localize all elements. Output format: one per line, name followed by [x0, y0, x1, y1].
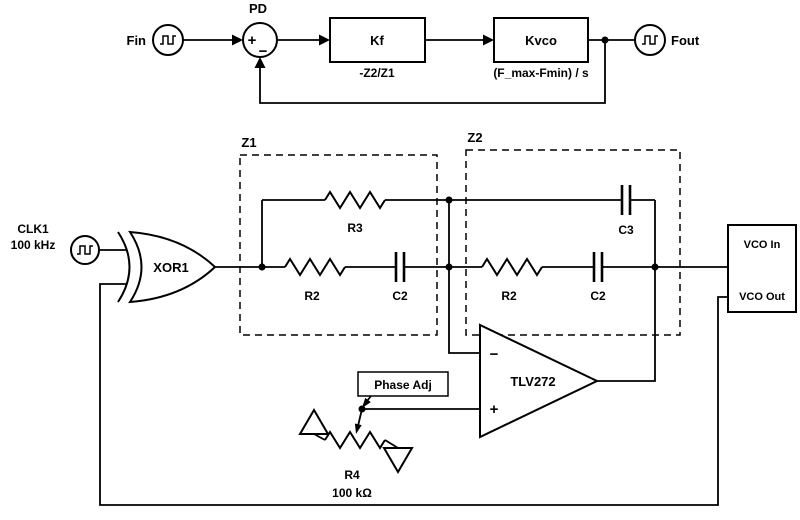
opamp: − + TLV272 — [358, 267, 656, 439]
opamp-triangle — [479, 323, 600, 439]
potentiometer-r4 — [324, 430, 386, 450]
arrowhead-icon — [483, 34, 494, 46]
xor-gate: XOR1 — [117, 230, 217, 304]
opamp-label: TLV272 — [510, 374, 555, 389]
z1-network: R3 R2 C2 — [215, 190, 453, 303]
arrowhead-icon — [254, 57, 266, 68]
opamp-noninverting-sign: + — [490, 401, 499, 418]
fout-label: Fout — [671, 33, 700, 48]
r3-label: R3 — [347, 221, 363, 235]
phase-adjust: Phase Adj R4 100 kΩ — [298, 371, 449, 500]
kvco-title: Kvco — [525, 33, 557, 48]
c2-z2-label: C2 — [590, 289, 606, 303]
supply-down-arrow-icon — [382, 447, 414, 474]
clock-source: CLK1 100 kHz — [11, 222, 127, 265]
z1-dashed-box — [239, 154, 438, 336]
square-wave-icon — [642, 35, 658, 45]
kf-title: Kf — [370, 33, 384, 48]
opamp-output-wire — [597, 267, 656, 382]
wire — [384, 439, 399, 449]
xor-body — [128, 230, 217, 304]
block-diagram: Fin PD + − Kf -Z2/Z1 Kvco (F_max-Fmin) /… — [127, 1, 700, 104]
square-wave-icon — [77, 245, 93, 255]
supply-up-arrow-icon — [298, 408, 330, 435]
clk-name: CLK1 — [17, 222, 49, 236]
vco-out-label: VCO Out — [739, 291, 785, 303]
resistor-r3 — [324, 190, 386, 210]
kvco-transfer-function: (F_max-Fmin) / s — [493, 66, 589, 80]
vco-box — [727, 224, 797, 313]
arrowhead-icon — [232, 34, 243, 46]
global-feedback-wire — [99, 283, 728, 506]
z1-label: Z1 — [241, 135, 256, 150]
resistor-r2-z1 — [284, 257, 346, 277]
kf-block — [329, 17, 426, 63]
fin-label: Fin — [127, 33, 147, 48]
c2-z1-label: C2 — [392, 289, 408, 303]
wiper-wire — [357, 408, 363, 427]
r2-z2-label: R2 — [501, 289, 517, 303]
phase-adj-callout-box — [357, 371, 449, 397]
summing-plus-sign: + — [248, 32, 257, 49]
vco-block: VCO In VCO Out — [99, 224, 797, 506]
feedback-wire — [259, 40, 606, 104]
inverting-input-wire — [448, 267, 480, 354]
xor-input-arc — [117, 231, 131, 303]
pd-label: PD — [249, 1, 267, 16]
kf-transfer-function: -Z2/Z1 — [359, 66, 395, 80]
wiper-arrowhead-icon — [354, 423, 362, 434]
vco-in-label: VCO In — [744, 239, 781, 251]
phase-adj-label: Phase Adj — [374, 378, 432, 392]
summing-minus-sign: − — [259, 43, 268, 60]
arrowhead-icon — [362, 397, 371, 408]
z2-label: Z2 — [467, 130, 482, 145]
arrowhead-icon — [319, 34, 330, 46]
z2-dashed-box — [465, 149, 681, 336]
r4-value: 100 kΩ — [332, 486, 372, 500]
opamp-inverting-sign: − — [490, 346, 499, 363]
xor-label: XOR1 — [153, 260, 188, 275]
c3-label: C3 — [618, 223, 634, 237]
junction-dot — [258, 263, 266, 271]
r2-z1-label: R2 — [304, 289, 320, 303]
z2-network: R2 C2 C3 — [449, 185, 728, 303]
resistor-r2-z2 — [481, 257, 543, 277]
clk-frequency: 100 kHz — [11, 238, 56, 252]
kvco-block — [493, 17, 589, 63]
square-wave-icon — [160, 35, 176, 45]
r4-name: R4 — [344, 468, 360, 482]
